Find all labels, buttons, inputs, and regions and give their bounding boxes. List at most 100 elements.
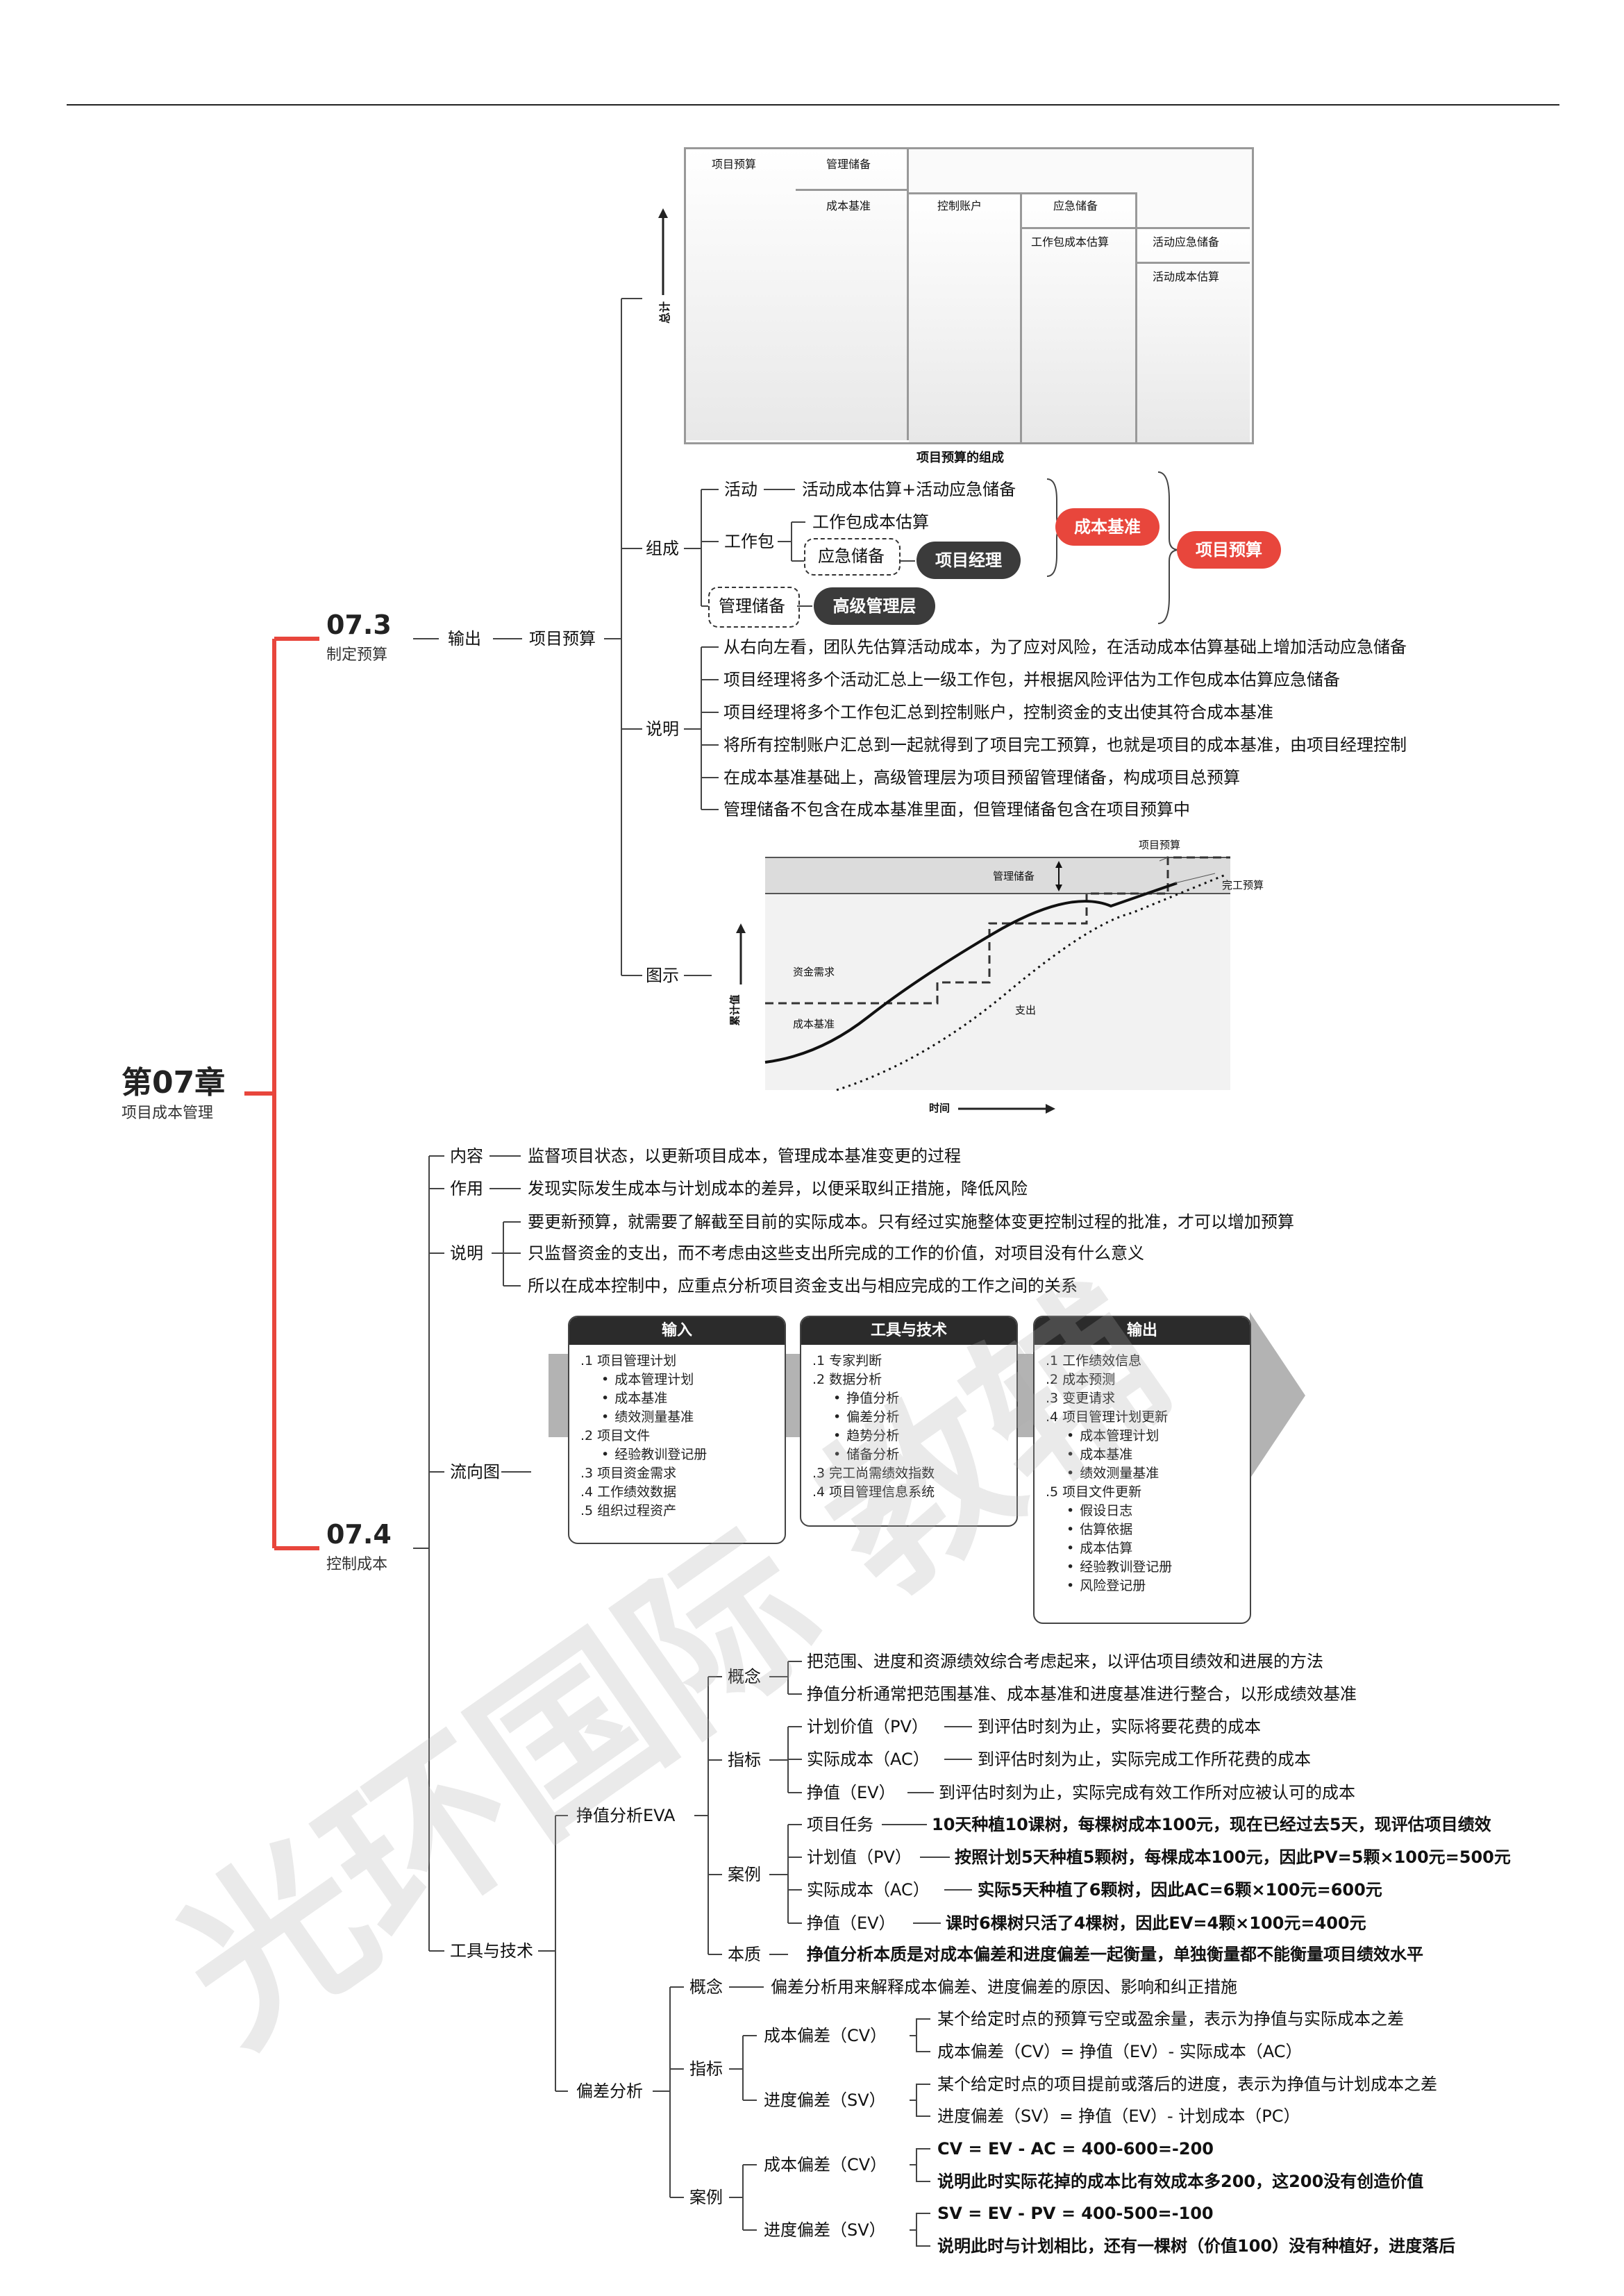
- flow-output-item: .5 项目文件更新: [1046, 1484, 1142, 1500]
- cell-control-account: 控制账户: [937, 199, 982, 212]
- desc73-item-4: 将所有控制账户汇总到一起就得到了项目完工预算，也就是项目的成本基准，由项目经理控…: [723, 735, 1407, 755]
- activity-desc: 活动成本估算+活动应急储备: [802, 480, 1016, 499]
- gray-branches: [413, 298, 1180, 2247]
- top-rule: [67, 104, 1559, 106]
- cell-mgmt-reserve: 管理储备: [826, 158, 871, 171]
- flow-output-item: .3 变更请求: [1046, 1391, 1116, 1406]
- va-ind-cv-b: 成本偏差（CV）= 挣值（EV）- 实际成本（AC）: [937, 2042, 1303, 2061]
- output-label: 输出: [448, 629, 481, 648]
- eva-case-label: 案例: [728, 1865, 761, 1884]
- flow-input-item: 经验教训登记册: [580, 1446, 785, 1464]
- eva-label: 挣值分析EVA: [576, 1806, 676, 1825]
- flow-output-item: 假设日志: [1046, 1502, 1250, 1520]
- fig2-x-arrow: [958, 1104, 1055, 1114]
- desc74-label: 说明: [450, 1243, 483, 1263]
- role-label: 作用: [450, 1179, 483, 1198]
- desc73-label: 说明: [646, 719, 679, 739]
- va-ind-sv-b: 进度偏差（SV）= 挣值（EV）- 计划成本（PC）: [937, 2106, 1300, 2126]
- va-case-sv-b: 说明此时与计划相比，还有一棵树（价值100）没有种植好，进度落后: [937, 2236, 1456, 2256]
- flow-output-item: .4 项目管理计划更新: [1046, 1409, 1169, 1425]
- va-case-sv-key: 进度偏差（SV）: [764, 2220, 886, 2240]
- fig2-y-arrow: [736, 923, 746, 984]
- flow-tools-box: 工具与技术 .1 专家判断 .2 数据分析挣值分析偏差分析趋势分析储备分析 .3 完…: [800, 1316, 1018, 1527]
- senior-mgmt-pill: 高级管理层: [814, 587, 935, 625]
- fig2-baseline: 成本基准: [793, 1018, 835, 1030]
- flow-tools-item: .1 专家判断: [812, 1353, 882, 1368]
- cell-activity-contingency: 活动应急储备: [1153, 235, 1220, 249]
- fig1-y-arrow: [658, 208, 668, 295]
- flow-tools-item: 偏差分析: [812, 1408, 1016, 1427]
- eva-indicators-label: 指标: [728, 1750, 761, 1770]
- flow-input-item: 成本管理计划: [580, 1371, 785, 1389]
- flow-tools-title: 工具与技术: [801, 1317, 1016, 1345]
- fig2-ylabel: 累计值: [728, 994, 742, 1026]
- project-budget-pill: 项目预算: [1177, 531, 1281, 569]
- eva-case-1-key: 项目任务: [807, 1815, 873, 1834]
- va-case-cv-a: CV = EV - AC = 400-600=-200: [937, 2139, 1214, 2159]
- cost-baseline-pill: 成本基准: [1055, 508, 1160, 546]
- flow-tools-item: .3 完工尚需绩效指数: [812, 1466, 935, 1481]
- va-concept-text: 偏差分析用来解释成本偏差、进度偏差的原因、影响和纠正措施: [771, 1977, 1237, 1997]
- fig1-col4: [1022, 192, 1137, 442]
- eva-case-4-key: 挣值（EV）: [807, 1913, 896, 1933]
- desc74-item-3: 所以在成本控制中，应重点分析项目资金支出与相应完成的工作之间的关系: [528, 1276, 1078, 1296]
- flow-output-item: 风险登记册: [1046, 1577, 1250, 1595]
- fig2-mgmt-reserve: 管理储备: [993, 870, 1035, 882]
- content-label: 内容: [450, 1146, 483, 1166]
- mgmt-reserve: 管理储备: [719, 596, 785, 616]
- desc73-item-2: 项目经理将多个活动汇总上一级工作包，并根据风险评估为工作包成本估算应急储备: [723, 670, 1340, 689]
- va-ind-cv-a: 某个给定时点的预算亏空或盈余量，表示为挣值与实际成本之差: [937, 2009, 1404, 2029]
- flow-output-item: .2 成本预测: [1046, 1372, 1116, 1387]
- eva-ac-key: 实际成本（AC）: [807, 1750, 930, 1769]
- flow-input-box: 输入 .1 项目管理计划成本管理计划成本基准绩效测量基准.2 项目文件经验教训登…: [568, 1316, 786, 1544]
- flow-input-item: 成本基准: [580, 1389, 785, 1408]
- eva-concept-label: 概念: [728, 1667, 761, 1686]
- flow-tools-item: 储备分析: [812, 1446, 1016, 1464]
- flow-input-item: .5 组织过程资产: [580, 1503, 677, 1518]
- fig1-col2: [796, 149, 909, 440]
- role-text: 发现实际发生成本与计划成本的差异，以便采取纠正措施，降低风险: [528, 1179, 1028, 1198]
- va-indicators-label: 指标: [689, 2059, 723, 2079]
- flow-tools-item: 挣值分析: [812, 1389, 1016, 1408]
- desc73-item-5: 在成本基准基础上，高级管理层为项目预留管理储备，构成项目总预算: [723, 768, 1240, 787]
- red-branches: [244, 637, 319, 1550]
- flow-input-item: .2 项目文件: [580, 1428, 651, 1443]
- chapter-number: 第07章: [122, 1065, 226, 1100]
- activity-label: 活动: [724, 480, 757, 499]
- desc74-item-1: 要更新预算，就需要了解截至目前的实际成本。只有经过实施整体变更控制过程的批准，才…: [528, 1212, 1294, 1232]
- wp-cost: 工作包成本估算: [812, 512, 929, 532]
- section-74-number: 07.4: [326, 1519, 392, 1550]
- section-73-title: 制定预算: [326, 646, 388, 664]
- eva-case-1-val: 10天种植10课树，每棵树成本100元，现在已经过去5天，现评估项目绩效: [932, 1815, 1491, 1834]
- flow-tools-item: 趋势分析: [812, 1427, 1016, 1446]
- flow-output-item: .1 工作绩效信息: [1046, 1353, 1142, 1368]
- fig2-bac: 完工预算: [1222, 879, 1264, 891]
- eva-pv-key: 计划价值（PV）: [807, 1717, 928, 1736]
- desc73-item-3: 项目经理将多个工作包汇总到控制账户，控制资金的支出使其符合成本基准: [723, 703, 1273, 722]
- wp-reserve: 应急储备: [818, 546, 885, 566]
- cell-project-budget: 项目预算: [712, 158, 757, 171]
- flow-output-item: 成本管理计划: [1046, 1427, 1250, 1446]
- eva-pv-val: 到评估时刻为止，实际将要花费的成本: [978, 1717, 1261, 1736]
- va-case-label: 案例: [689, 2188, 723, 2207]
- flow-input-list: .1 项目管理计划成本管理计划成本基准绩效测量基准.2 项目文件经验教训登记册.…: [569, 1345, 785, 1520]
- va-case-cv-key: 成本偏差（CV）: [764, 2155, 887, 2175]
- fig1-col2-sep: [796, 189, 907, 191]
- flow-output-item: 估算依据: [1046, 1520, 1250, 1539]
- desc73-item-1: 从右向左看，团队先估算活动成本，为了应对风险，在活动成本估算基础上增加活动应急储…: [723, 637, 1407, 657]
- flow-output-box: 输出 .1 工作绩效信息.2 成本预测.3 变更请求.4 项目管理计划更新成本管…: [1033, 1316, 1251, 1624]
- tools-label: 工具与技术: [450, 1941, 533, 1961]
- flow-tools-item: .2 数据分析: [812, 1372, 882, 1387]
- fig1-col5: [1137, 227, 1250, 442]
- desc73-item-6: 管理储备不包含在成本基准里面，但管理储备包含在项目预算中: [723, 800, 1190, 819]
- eva-ac-val: 到评估时刻为止，实际完成工作所花费的成本: [978, 1750, 1311, 1769]
- pm-pill: 项目经理: [916, 542, 1021, 579]
- funding-curve-figure: [764, 856, 1230, 1091]
- eva-concept-1: 把范围、进度和资源绩效综合考虑起来，以评估项目绩效和进展的方法: [807, 1652, 1323, 1671]
- chapter-title: 项目成本管理: [122, 1105, 214, 1122]
- cell-contingency: 应急储备: [1053, 199, 1098, 212]
- fig1-ylabel: 总计: [658, 301, 672, 324]
- budget-composition-figure: 项目预算 管理储备 成本基准 控制账户 应急储备 工作包成本估算 活动应急储备 …: [684, 147, 1254, 446]
- eva-concept-2: 挣值分析通常把范围基准、成本基准和进度基准进行整合，以形成绩效基准: [807, 1684, 1357, 1704]
